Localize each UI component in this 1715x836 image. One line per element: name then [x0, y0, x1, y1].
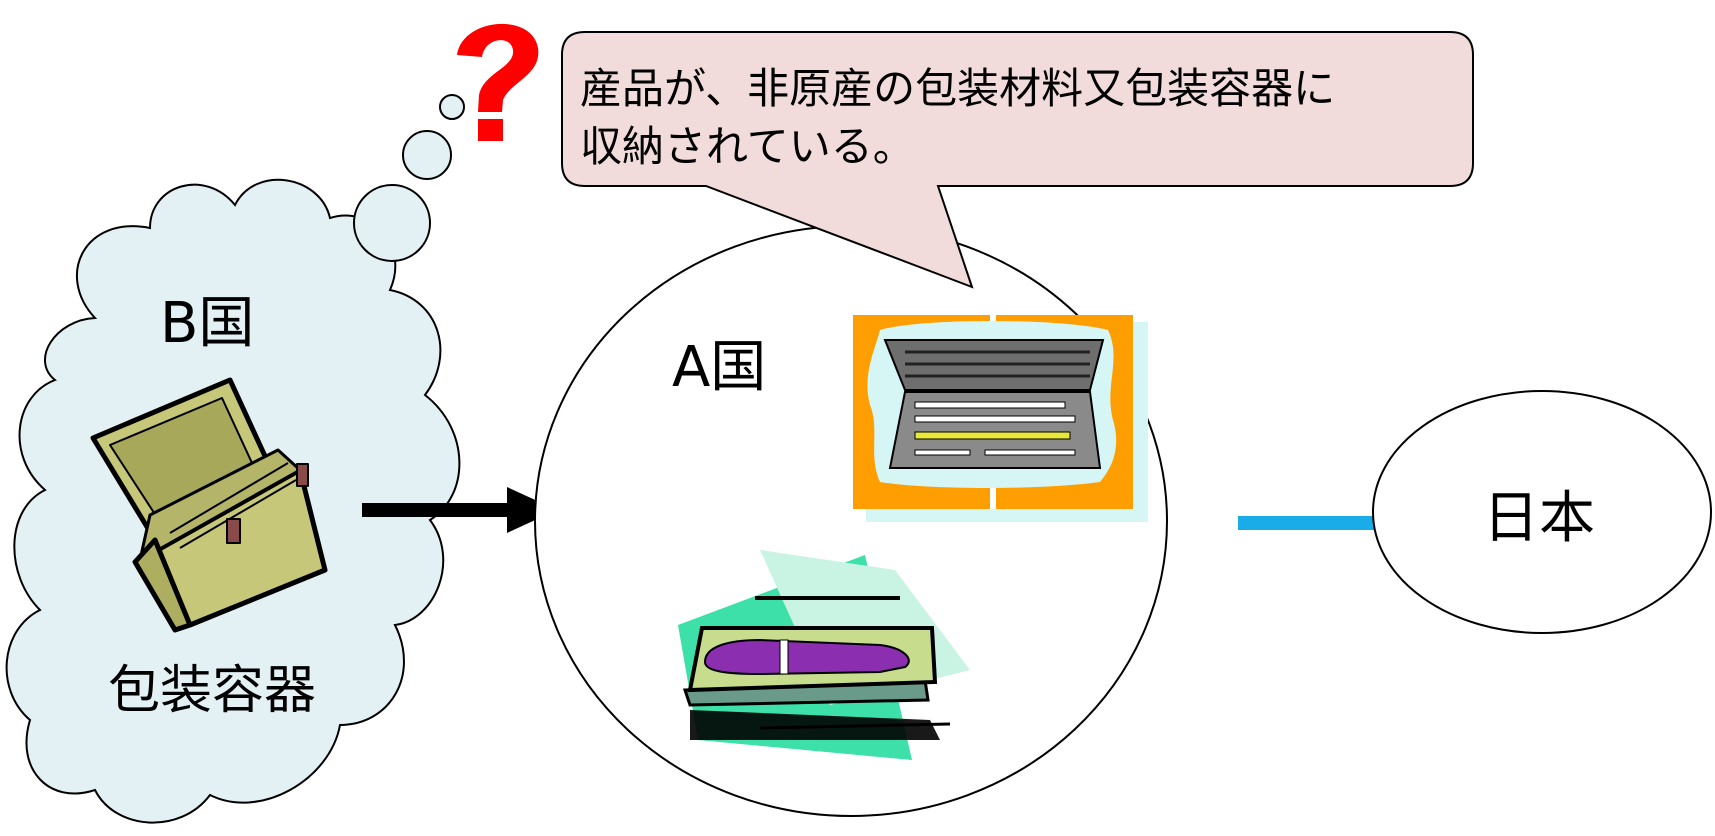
pen-case-icon [678, 550, 970, 760]
arrow-b-to-a [362, 487, 557, 533]
drawing-instrument-case-icon [853, 315, 1148, 522]
japan-ellipse [1372, 390, 1712, 634]
packaging-container-label: 包装容器 [108, 661, 317, 721]
toolbox-icon [90, 377, 328, 633]
callout-box [561, 31, 1474, 289]
japan-label: 日本 [1483, 486, 1595, 551]
callout-text: 産品が、非原産の包装材料又包装容器に 収納されている。 [580, 60, 1460, 176]
country-a-label: A国 [672, 335, 767, 400]
thought-bubble-large [353, 184, 431, 262]
callout-line-1: 産品が、非原産の包装材料又包装容器に [580, 64, 1336, 113]
thought-bubble-medium [402, 130, 452, 180]
country-b-label: B国 [160, 291, 255, 356]
thought-bubble-small [439, 94, 465, 120]
question-mark-icon [457, 23, 539, 141]
callout-line-2: 収納されている。 [580, 122, 915, 171]
